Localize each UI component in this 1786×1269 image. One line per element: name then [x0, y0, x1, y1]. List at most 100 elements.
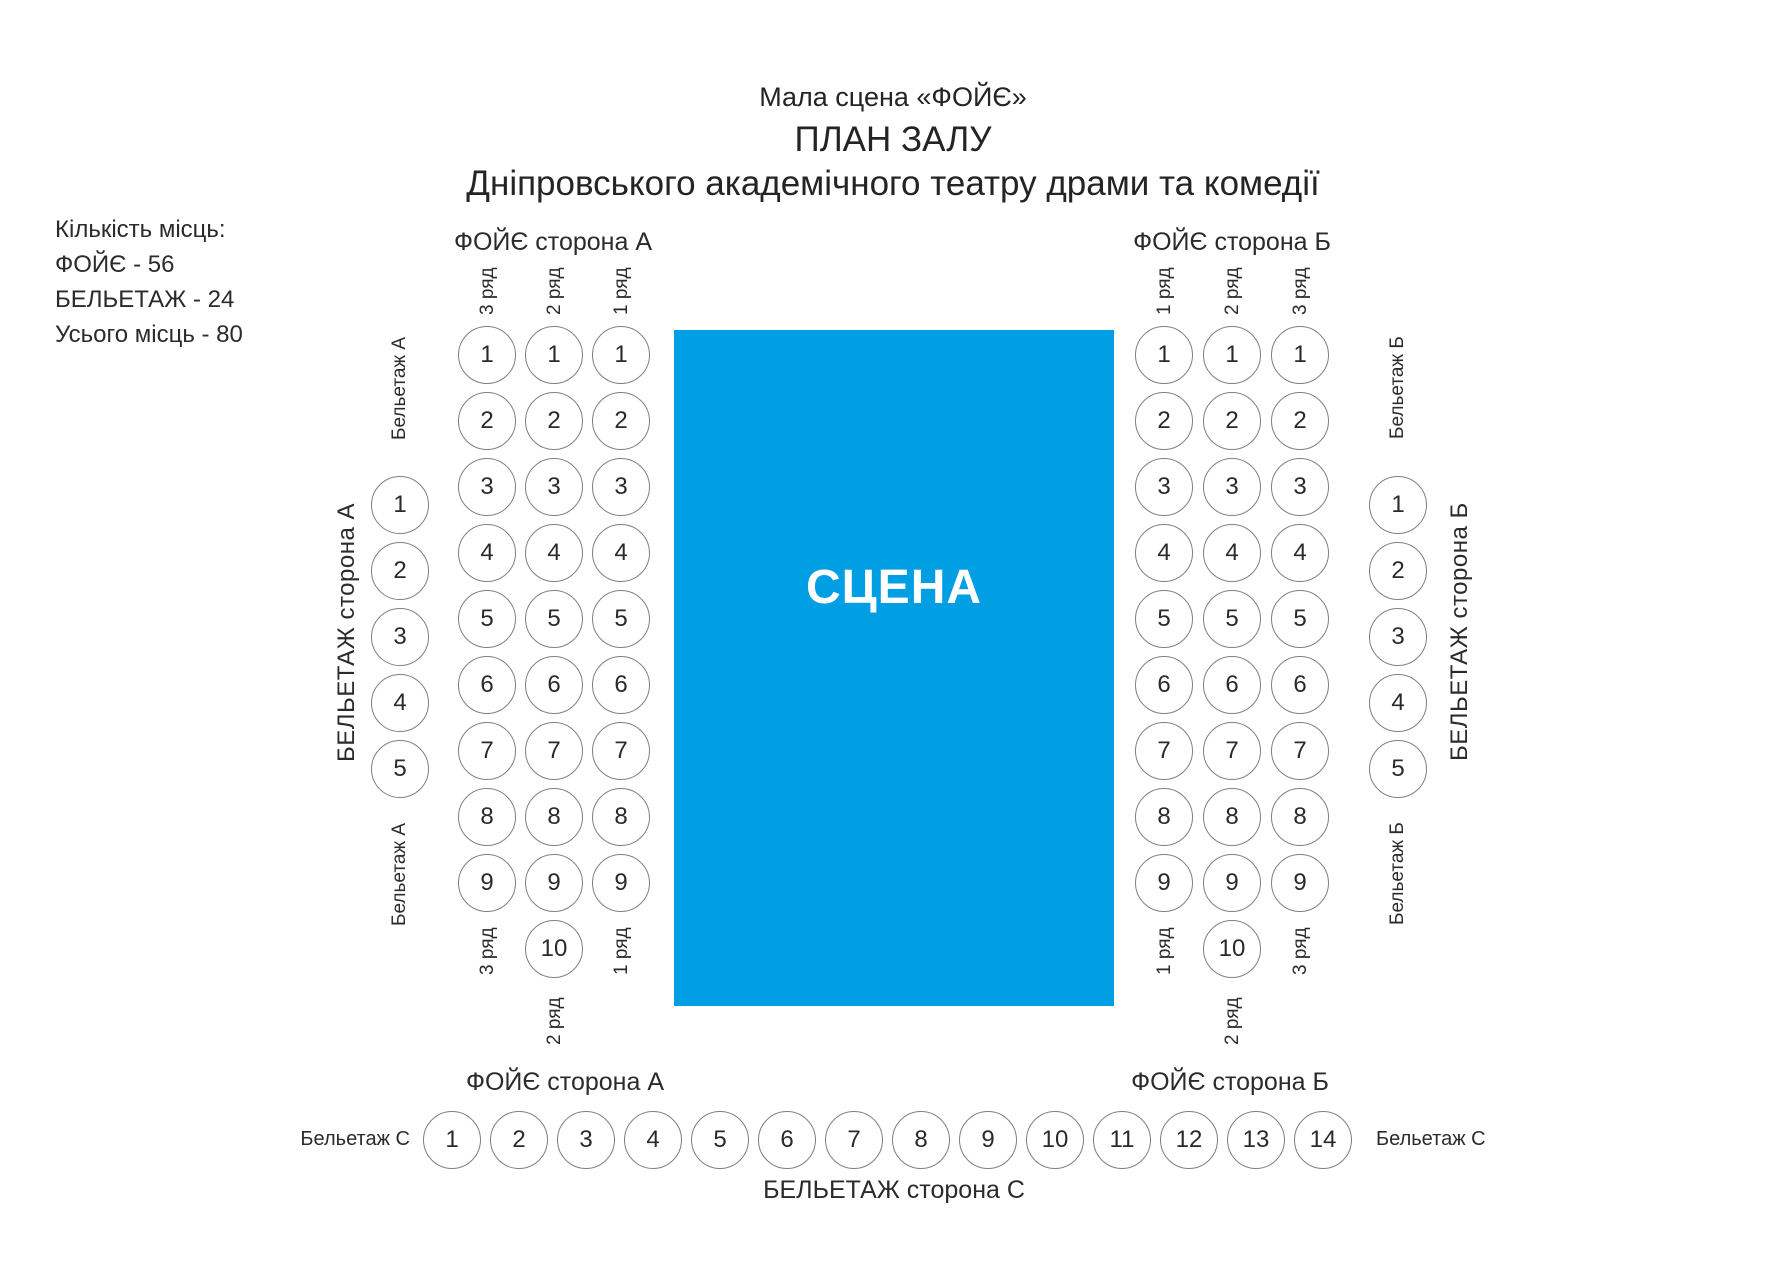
seat-8[interactable]: 8: [1271, 788, 1329, 846]
seat-3[interactable]: 3: [371, 608, 429, 666]
foyer-b-row1-label-bottom: 1 ряд: [1154, 927, 1175, 975]
seat-3[interactable]: 3: [1203, 458, 1261, 516]
seat-1[interactable]: 1: [423, 1111, 481, 1169]
seat-6[interactable]: 6: [1271, 656, 1329, 714]
seat-8[interactable]: 8: [592, 788, 650, 846]
seat-9[interactable]: 9: [458, 854, 516, 912]
seat-5[interactable]: 5: [1271, 590, 1329, 648]
foyer-a-row3-label-top: 3 ряд: [477, 267, 498, 315]
seat-2[interactable]: 2: [525, 392, 583, 450]
seat-4[interactable]: 4: [458, 524, 516, 582]
seat-3[interactable]: 3: [458, 458, 516, 516]
seat-3[interactable]: 3: [557, 1111, 615, 1169]
seat-6[interactable]: 6: [525, 656, 583, 714]
seat-6[interactable]: 6: [1135, 656, 1193, 714]
seat-1[interactable]: 1: [371, 476, 429, 534]
seat-5[interactable]: 5: [592, 590, 650, 648]
capacity-block: Кількість місць: ФОЙЄ - 56 БЕЛЬЕТАЖ - 24…: [55, 212, 243, 352]
seat-1[interactable]: 1: [1369, 476, 1427, 534]
seat-4[interactable]: 4: [525, 524, 583, 582]
seat-2[interactable]: 2: [1271, 392, 1329, 450]
seat-4[interactable]: 4: [1135, 524, 1193, 582]
foyer-b-row2-label-bottom: 2 ряд: [1222, 997, 1243, 1045]
seat-12[interactable]: 12: [1160, 1111, 1218, 1169]
capacity-foyer: ФОЙЄ - 56: [55, 251, 175, 278]
seat-7[interactable]: 7: [592, 722, 650, 780]
seat-1[interactable]: 1: [592, 326, 650, 384]
seat-8[interactable]: 8: [892, 1111, 950, 1169]
foyer-b-row1-label-top: 1 ряд: [1154, 267, 1175, 315]
seat-5[interactable]: 5: [371, 740, 429, 798]
seat-7[interactable]: 7: [1135, 722, 1193, 780]
seat-1[interactable]: 1: [1271, 326, 1329, 384]
seat-6[interactable]: 6: [758, 1111, 816, 1169]
seat-10[interactable]: 10: [525, 920, 583, 978]
seat-5[interactable]: 5: [1203, 590, 1261, 648]
page-subtitle: Мала сцена «ФОЙЄ»: [759, 82, 1027, 112]
seat-11[interactable]: 11: [1093, 1111, 1151, 1169]
seat-7[interactable]: 7: [525, 722, 583, 780]
foyer-b-row3-label-top: 3 ряд: [1290, 267, 1311, 315]
stage: СЦЕНА: [674, 330, 1114, 1006]
seat-2[interactable]: 2: [1369, 542, 1427, 600]
seat-7[interactable]: 7: [825, 1111, 883, 1169]
seat-3[interactable]: 3: [525, 458, 583, 516]
seat-5[interactable]: 5: [525, 590, 583, 648]
stage-label: СЦЕНА: [805, 561, 983, 614]
seat-10[interactable]: 10: [1026, 1111, 1084, 1169]
seat-2[interactable]: 2: [371, 542, 429, 600]
capacity-belletage: БЕЛЬЕТАЖ - 24: [55, 286, 235, 313]
foyer-a-row1-label-top: 1 ряд: [611, 267, 632, 315]
seat-9[interactable]: 9: [525, 854, 583, 912]
seat-1[interactable]: 1: [1203, 326, 1261, 384]
seat-1[interactable]: 1: [458, 326, 516, 384]
seat-2[interactable]: 2: [490, 1111, 548, 1169]
seat-5[interactable]: 5: [691, 1111, 749, 1169]
seat-1[interactable]: 1: [525, 326, 583, 384]
seat-4[interactable]: 4: [1369, 674, 1427, 732]
seat-13[interactable]: 13: [1227, 1111, 1285, 1169]
seat-8[interactable]: 8: [1203, 788, 1261, 846]
seat-2[interactable]: 2: [1135, 392, 1193, 450]
seat-6[interactable]: 6: [592, 656, 650, 714]
seat-9[interactable]: 9: [592, 854, 650, 912]
seat-6[interactable]: 6: [1203, 656, 1261, 714]
belletage-a-side-label: БЕЛЬЕТАЖ сторона А: [333, 502, 360, 762]
seat-4[interactable]: 4: [624, 1111, 682, 1169]
seat-5[interactable]: 5: [1369, 740, 1427, 798]
seat-8[interactable]: 8: [1135, 788, 1193, 846]
seat-3[interactable]: 3: [1369, 608, 1427, 666]
seat-3[interactable]: 3: [1271, 458, 1329, 516]
seat-14[interactable]: 14: [1294, 1111, 1352, 1169]
foyer-a-column-row3: 1 2 3 4 5 6 7 8 9: [458, 326, 516, 912]
foyer-b-row3-label-bottom: 3 ряд: [1290, 927, 1311, 975]
seat-9[interactable]: 9: [959, 1111, 1017, 1169]
seat-4[interactable]: 4: [1271, 524, 1329, 582]
seat-3[interactable]: 3: [1135, 458, 1193, 516]
seat-8[interactable]: 8: [458, 788, 516, 846]
seat-3[interactable]: 3: [592, 458, 650, 516]
seat-9[interactable]: 9: [1135, 854, 1193, 912]
seat-4[interactable]: 4: [1203, 524, 1261, 582]
theatre-name: Дніпровського академічного театру драми …: [466, 164, 1320, 203]
seat-9[interactable]: 9: [1203, 854, 1261, 912]
seat-1[interactable]: 1: [1135, 326, 1193, 384]
foyer-b-header: ФОЙЄ сторона Б: [1133, 228, 1331, 256]
seat-2[interactable]: 2: [592, 392, 650, 450]
seat-9[interactable]: 9: [1271, 854, 1329, 912]
seat-2[interactable]: 2: [458, 392, 516, 450]
seat-2[interactable]: 2: [1203, 392, 1261, 450]
seat-10[interactable]: 10: [1203, 920, 1261, 978]
seat-5[interactable]: 5: [458, 590, 516, 648]
seat-4[interactable]: 4: [371, 674, 429, 732]
seat-5[interactable]: 5: [1135, 590, 1193, 648]
foyer-a-row2-label-top: 2 ряд: [544, 267, 565, 315]
seat-7[interactable]: 7: [1271, 722, 1329, 780]
page-title: ПЛАН ЗАЛУ: [794, 120, 992, 159]
seat-4[interactable]: 4: [592, 524, 650, 582]
seat-7[interactable]: 7: [458, 722, 516, 780]
seat-8[interactable]: 8: [525, 788, 583, 846]
seat-6[interactable]: 6: [458, 656, 516, 714]
seat-7[interactable]: 7: [1203, 722, 1261, 780]
